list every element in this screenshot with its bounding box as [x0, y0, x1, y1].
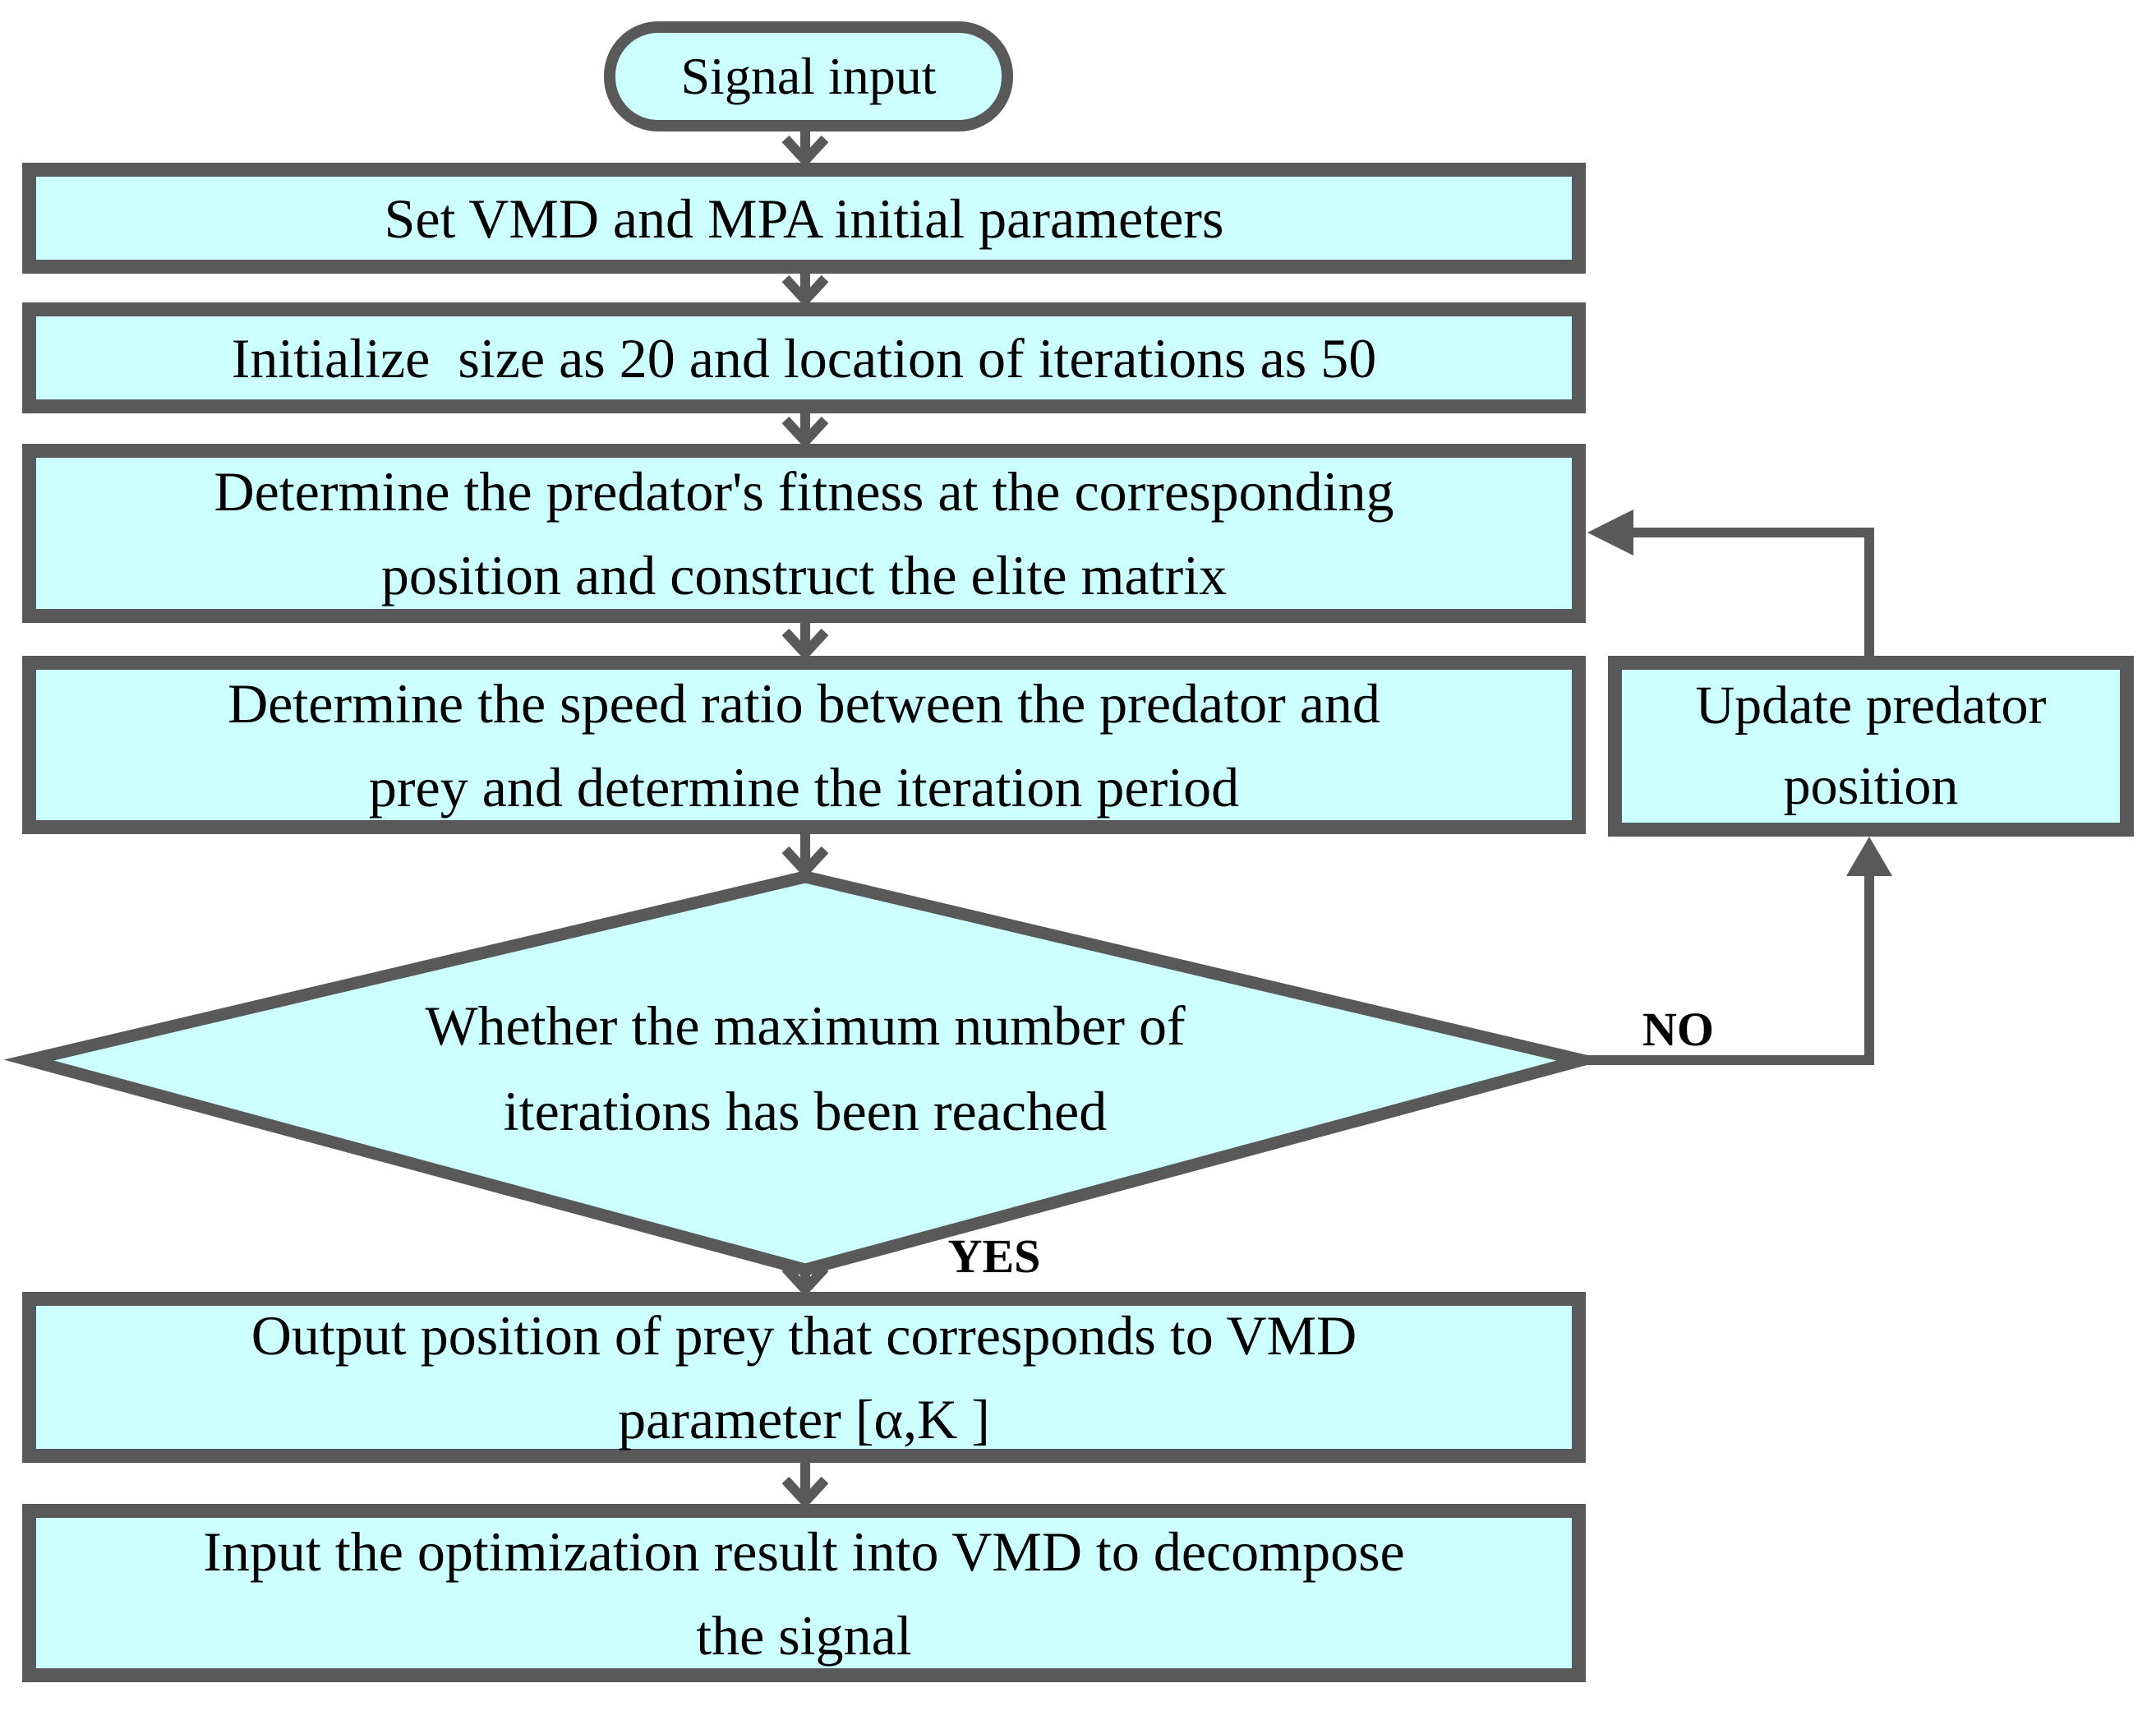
node-output-prey: Output position of prey that corresponds… [22, 1292, 1586, 1463]
no-label: NO [1642, 1003, 1714, 1056]
node-decision-label-line2: iterations has been reached [503, 1080, 1108, 1142]
no-branch-line [1582, 873, 1874, 1065]
node-input-vmd-label-line2: the signal [696, 1603, 912, 1667]
node-update-predator-label-line1: Update predator [1695, 676, 2047, 736]
node-fitness-label-line2: position and construct the elite matrix [380, 544, 1228, 606]
node-set-params-label: Set VMD and MPA initial parameters [384, 187, 1224, 250]
node-output-prey-label-line2: parameter [α,K ] [618, 1388, 990, 1450]
arrow-setparams-to-initialize [781, 274, 829, 307]
yes-label: YES [947, 1229, 1041, 1283]
node-speed-ratio-label-line1: Determine the speed ratio between the pr… [228, 671, 1380, 735]
node-speed-ratio: Determine the speed ratio between the pr… [22, 656, 1586, 834]
arrowhead-into-update-box [1846, 837, 1892, 876]
decision-diamond-shape [3, 870, 1607, 1276]
node-update-predator: Update predator position [1608, 656, 2134, 837]
node-speed-ratio-label-line2: prey and determine the iteration period [368, 755, 1240, 819]
node-initialize-label: Initialize size as 20 and location of it… [231, 326, 1377, 390]
arrow-speedratio-to-decision [781, 834, 829, 879]
node-signal-input-label: Signal input [680, 47, 937, 105]
arrowhead-into-fitness-box [1587, 510, 1633, 556]
arrow-fitness-to-speedratio [781, 623, 829, 661]
arrow-initialize-to-fitness [781, 413, 829, 449]
node-update-predator-label-line2: position [1783, 756, 1959, 816]
node-fitness: Determine the predator's fitness at the … [22, 444, 1586, 623]
node-input-vmd: Input the optimization result into VMD t… [22, 1504, 1586, 1682]
loop-back-line [1630, 528, 1874, 656]
node-decision-label-line1: Whether the maximum number of [425, 994, 1186, 1057]
node-decision-label: Whether the maximum number of iterations… [238, 974, 1372, 1163]
node-input-vmd-label-line1: Input the optimization result into VMD t… [203, 1520, 1405, 1583]
node-fitness-label-line1: Determine the predator's fitness at the … [214, 460, 1394, 523]
node-signal-input: Signal input [604, 21, 1013, 131]
node-initialize: Initialize size as 20 and location of it… [22, 302, 1586, 413]
arrow-signal-to-setparams [781, 130, 829, 168]
node-set-params: Set VMD and MPA initial parameters [22, 163, 1586, 274]
arrow-output-to-input [781, 1463, 829, 1509]
node-output-prey-label-line1: Output position of prey that corresponds… [251, 1304, 1357, 1367]
